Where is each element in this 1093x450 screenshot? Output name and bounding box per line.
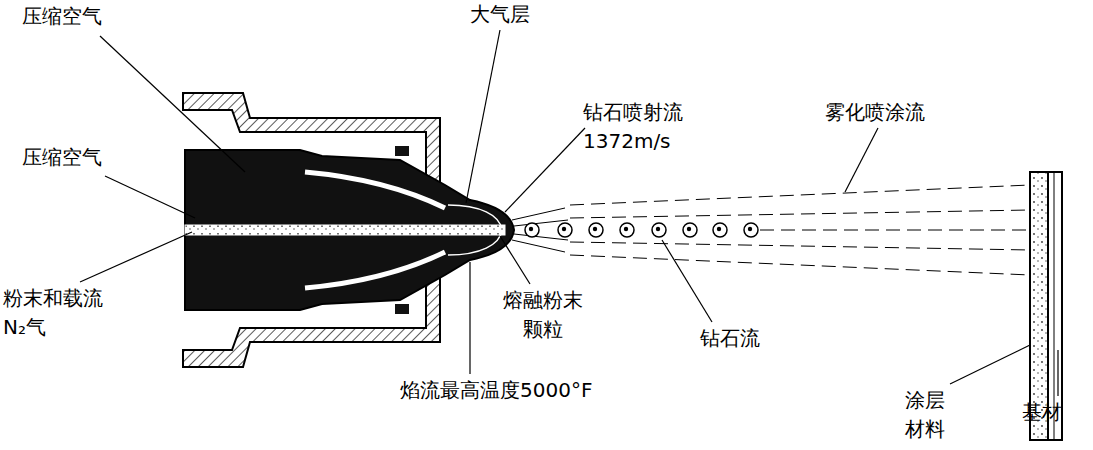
diamond-ring (683, 223, 697, 237)
powder-label: 粉末和载流 N₂气 (3, 284, 111, 342)
substrate-label: 基材 (1022, 398, 1062, 427)
air-label: 压缩空气 (22, 143, 102, 172)
leader-lines (80, 30, 1058, 396)
diamond-core (748, 227, 752, 231)
diamond-core (624, 227, 628, 231)
air-passage (305, 172, 445, 208)
air-passage (305, 252, 445, 288)
spray-cone (570, 185, 1030, 275)
powder-channel (185, 225, 505, 235)
coating-label: 涂层 材料 (905, 386, 951, 444)
jet-label: 钻石喷射流 1372m/s (583, 98, 695, 156)
spray-label: 雾化喷涂流 (825, 98, 925, 127)
substrate-edge (1054, 172, 1055, 440)
diamond-label: 钻石流 (700, 324, 760, 353)
atmosphere-label: 大气层 (470, 0, 530, 29)
diamond-ring (744, 223, 758, 237)
flame-temperature-label: 焰流最高温度5000°F (400, 376, 592, 405)
diamond-core (529, 227, 533, 231)
diamond-ring (589, 223, 603, 237)
shock-diamonds (525, 223, 758, 237)
diamond-ring (525, 223, 539, 237)
coating-layer (1030, 172, 1048, 440)
diamond-core (593, 227, 597, 231)
molten-particle-label: 熔融粉末 颗粒 (500, 286, 586, 344)
nozzle-core (185, 150, 514, 310)
diamond-ring (652, 223, 666, 237)
diamond-core (687, 227, 691, 231)
nozzle-block (395, 146, 409, 156)
diamond-core (562, 227, 566, 231)
diamond-core (656, 227, 660, 231)
nozzle-block (395, 304, 409, 314)
substrate (1048, 172, 1062, 440)
diamond-core (717, 227, 721, 231)
diamond-ring (558, 223, 572, 237)
diamond-ring (713, 223, 727, 237)
diamond-ring (620, 223, 634, 237)
air-label: 压缩空气 (22, 2, 102, 31)
